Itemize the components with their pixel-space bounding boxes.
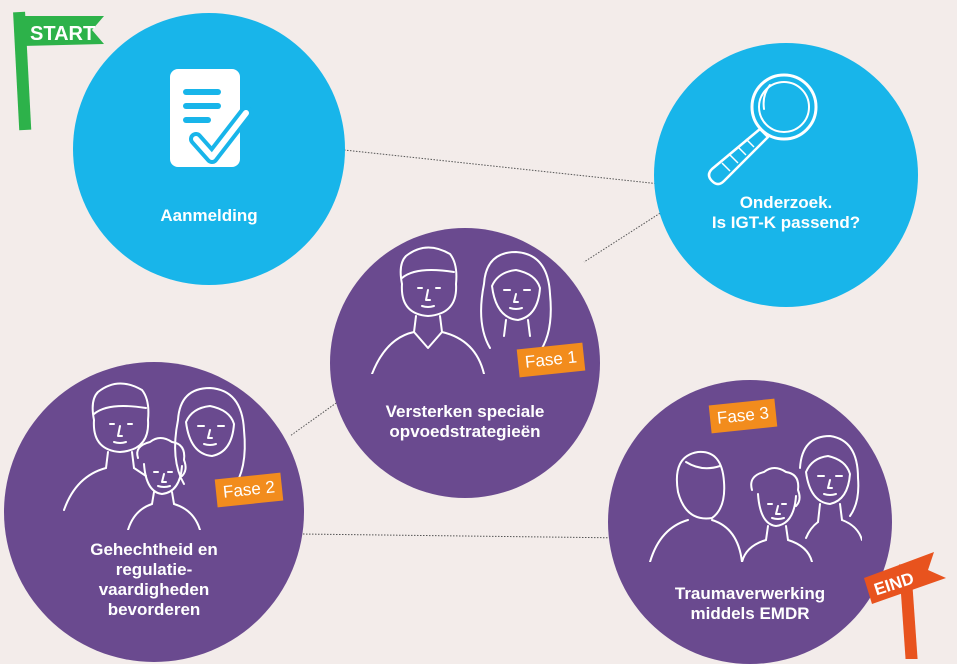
step-aanmelding: Aanmelding xyxy=(73,13,345,285)
connector-fase1-fase2 xyxy=(289,395,347,437)
step-fase1: Fase 1 Versterken speciale opvoedstrateg… xyxy=(330,228,600,498)
therapy-session-icon xyxy=(649,435,862,562)
step-label: Versterken speciale opvoedstrategieën xyxy=(385,402,545,441)
phase-badge: Fase 2 xyxy=(214,472,284,508)
step-label: Gehechtheid en regulatie- vaardigheden b… xyxy=(90,540,218,619)
magnifying-glass-icon xyxy=(707,73,818,186)
connector-onderzoek-fase1 xyxy=(583,209,666,263)
step-fase3: Fase 3 xyxy=(608,380,892,664)
family-icon xyxy=(63,382,246,530)
start-flag-label: START xyxy=(30,23,95,45)
document-check-icon xyxy=(170,69,253,167)
end-flag-icon: EIND xyxy=(864,552,946,659)
step-fase2: Fase 2 Gehechtheid en regulatie- vaardig… xyxy=(4,362,304,662)
start-flag-icon: START xyxy=(13,11,104,131)
step-label: Aanmelding xyxy=(160,206,258,225)
step-label: Traumaverwerking middels EMDR xyxy=(674,584,826,623)
step-onderzoek: Onderzoek. Is IGT-K passend? xyxy=(654,43,918,307)
phase-badge: Fase 3 xyxy=(708,398,778,434)
connector-fase2-fase3 xyxy=(299,533,629,539)
connector-aanmelding-onderzoek xyxy=(343,149,661,185)
parents-icon xyxy=(371,246,552,374)
step-label: Onderzoek. Is IGT-K passend? xyxy=(711,193,861,232)
phase-badge: Fase 1 xyxy=(516,342,586,378)
